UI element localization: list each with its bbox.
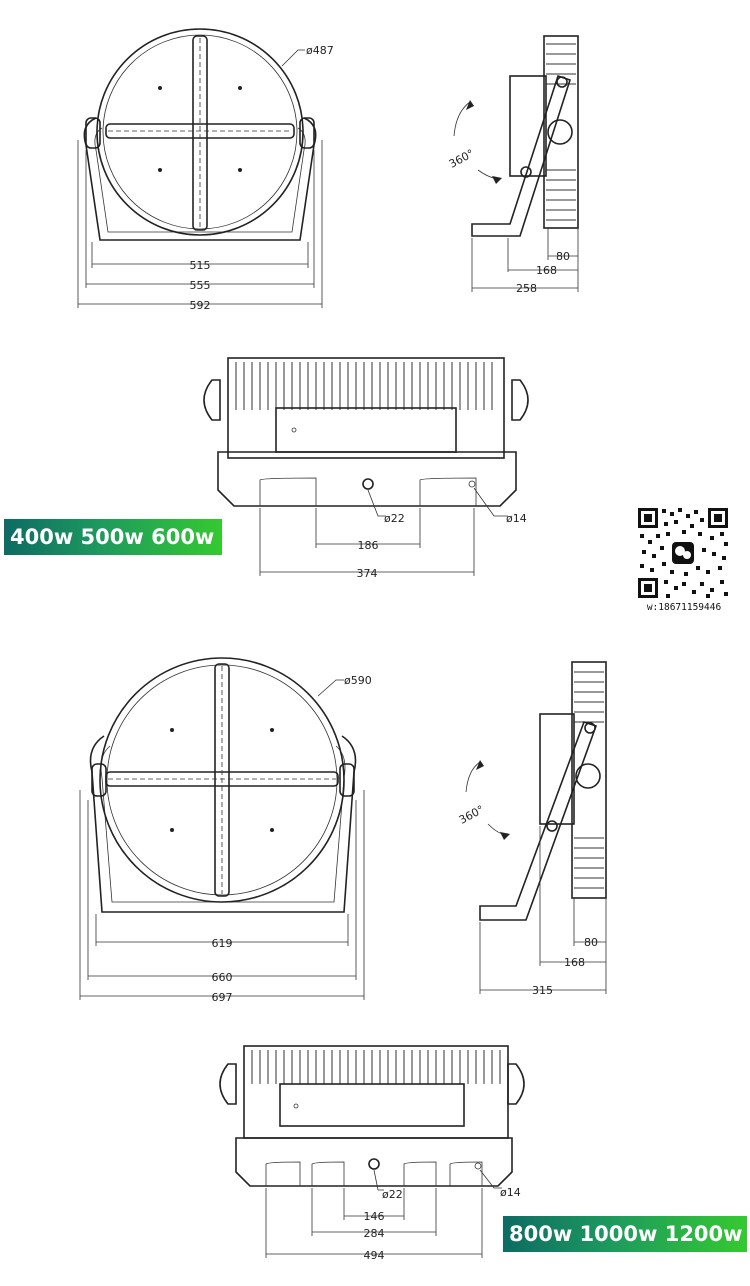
yoke-b bbox=[89, 735, 357, 913]
arm-a bbox=[471, 74, 572, 237]
depth-315-label-b: 315 bbox=[532, 984, 553, 997]
width-660-label: 660 bbox=[212, 971, 233, 984]
hole-22-label-a: ø22 bbox=[384, 512, 405, 525]
side-view-a: 360° 80 168 258 bbox=[447, 35, 579, 295]
width-592-label: 592 bbox=[190, 299, 211, 312]
bottom-fins-b bbox=[251, 1050, 501, 1084]
slot-14-label-a: ø14 bbox=[506, 512, 527, 525]
pitch-494-label: 494 bbox=[364, 1249, 385, 1262]
rotation-label-a: 360° bbox=[447, 147, 477, 171]
side-view-b: 360° 80 168 315 bbox=[457, 661, 607, 997]
bottom-view-b: ø22 ø14 146 284 494 bbox=[219, 1045, 525, 1262]
width-697-label: 697 bbox=[212, 991, 233, 1004]
depth-80-label-b: 80 bbox=[584, 936, 598, 949]
side-fins-b bbox=[574, 671, 604, 889]
pitch-146-label: 146 bbox=[364, 1210, 385, 1223]
arm-b bbox=[479, 720, 598, 921]
wattage-badge-large: 800w 1000w 1200w bbox=[503, 1216, 747, 1252]
yoke-a bbox=[83, 117, 317, 241]
front-view-b: ø590 619 660 697 bbox=[79, 657, 372, 1004]
width-555-label: 555 bbox=[190, 279, 211, 292]
bottom-fins-a bbox=[235, 362, 493, 410]
depth-168-label-a: 168 bbox=[536, 264, 557, 277]
slot-14-label-b: ø14 bbox=[500, 1186, 521, 1199]
pitch-284-label: 284 bbox=[364, 1227, 385, 1240]
hole-22-label-b: ø22 bbox=[382, 1188, 403, 1201]
depth-258-label-a: 258 bbox=[516, 282, 537, 295]
wechat-qr-code bbox=[636, 506, 730, 604]
depth-80-label-a: 80 bbox=[556, 250, 570, 263]
side-fins-a bbox=[546, 43, 576, 221]
wattage-badge-small: 400w 500w 600w bbox=[4, 519, 222, 555]
depth-168-label-b: 168 bbox=[564, 956, 585, 969]
diameter-label-b: ø590 bbox=[344, 674, 372, 687]
rotation-label-b: 360° bbox=[457, 803, 487, 827]
front-view-a: ø487 515 555 592 bbox=[77, 28, 334, 312]
pitch-186-label: 186 bbox=[358, 539, 379, 552]
pitch-374-label: 374 bbox=[357, 567, 378, 580]
width-515-label: 515 bbox=[190, 259, 211, 272]
wechat-id: w:18671159446 bbox=[646, 602, 722, 613]
width-619-label: 619 bbox=[212, 937, 233, 950]
bottom-view-a: ø22 ø14 186 374 bbox=[203, 357, 529, 580]
diameter-label-a: ø487 bbox=[306, 44, 334, 57]
